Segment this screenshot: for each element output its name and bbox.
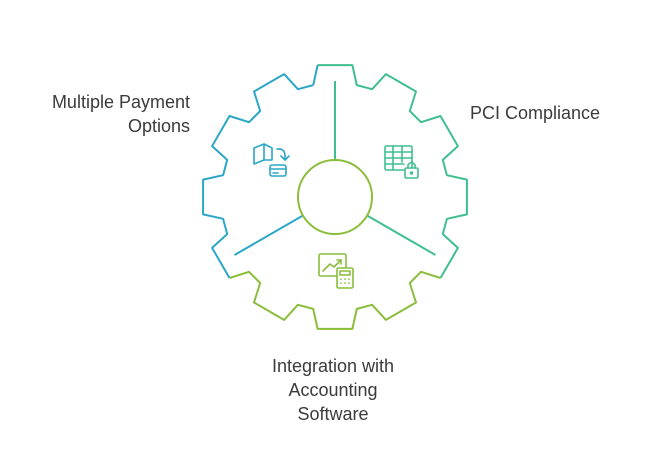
payment-methods-icon: [253, 143, 290, 177]
label-line: Options: [127, 116, 190, 136]
secure-table-lock-icon: [384, 145, 419, 179]
label-line: PCI Compliance: [470, 103, 601, 123]
gear-segment-integration: [229, 270, 441, 330]
divider-right: [366, 214, 436, 256]
label-line: Multiple Payment: [51, 92, 190, 112]
segment-dividers: [234, 81, 436, 256]
label-line: Software: [297, 404, 369, 424]
label-pci-compliance: PCI Compliance: [470, 101, 640, 125]
label-line: Integration with: [271, 356, 395, 376]
gear-segment-payments: [202, 64, 319, 279]
label-integration-accounting-software: Integration with Accounting Software: [233, 354, 433, 426]
gear-outline: [202, 64, 468, 330]
gear-segment-pci: [317, 64, 468, 279]
label-multiple-payment-options: Multiple Payment Options: [20, 90, 190, 138]
gear-center-hub: [297, 159, 373, 235]
label-line: Accounting: [288, 380, 378, 400]
chart-calculator-icon: [318, 253, 354, 289]
divider-left: [234, 214, 304, 256]
